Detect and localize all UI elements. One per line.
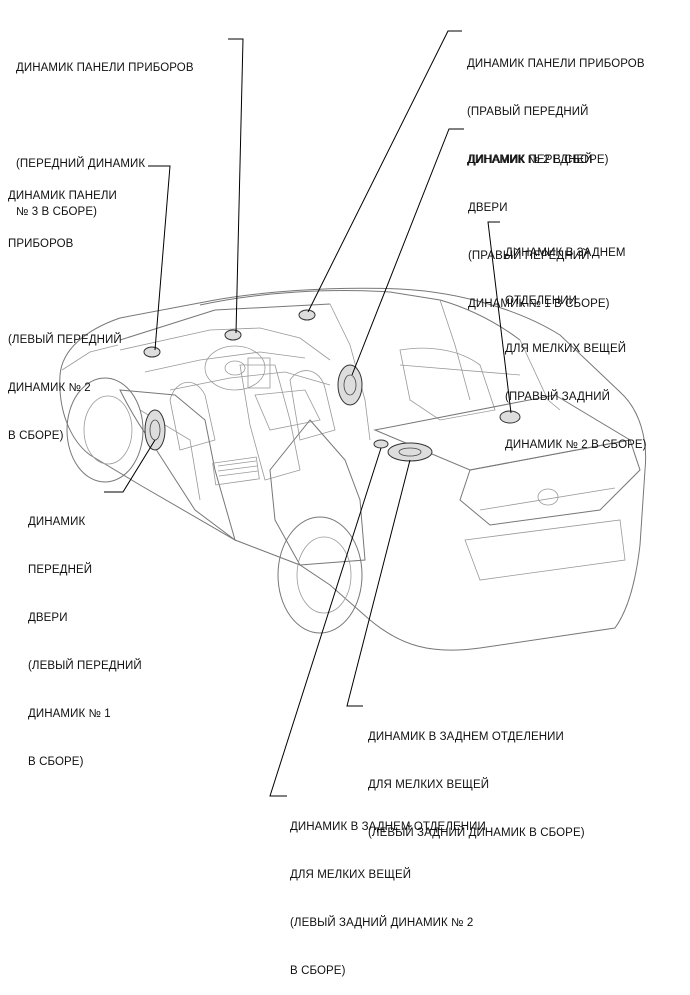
label-line: В СБОРЕ): [8, 430, 64, 442]
label-line: (ЛЕВЫЙ ПЕРЕДНИЙ: [28, 660, 142, 672]
label-door-left-speaker-1: ДИНАМИК ПЕРЕДНЕЙ ДВЕРИ (ЛЕВЫЙ ПЕРЕДНИЙ Д…: [28, 482, 142, 786]
rear-right-speaker-icon: [499, 410, 521, 424]
label-line: (ЛЕВЫЙ ЗАДНИЙ ДИНАМИК № 2: [290, 917, 474, 929]
label-rear-left-speaker-2: ДИНАМИК В ЗАДНЕМ ОТДЕЛЕНИИ ДЛЯ МЕЛКИХ ВЕ…: [290, 787, 486, 995]
label-line: В СБОРЕ): [28, 756, 84, 768]
label-line: ДИНАМИК № 1 В СБОРЕ): [468, 298, 610, 310]
rear-left2-speaker-icon: [373, 439, 389, 449]
label-ip-left-speaker-2: ДИНАМИК ПАНЕЛИ ПРИБОРОВ (ЛЕВЫЙ ПЕРЕДНИЙ …: [8, 156, 122, 460]
label-line: ДИНАМИК ПАНЕЛИ: [8, 190, 117, 202]
car-speaker-diagram: [59, 30, 647, 797]
leader-lines: [104, 30, 512, 797]
label-line: ДИНАМИК ПАНЕЛИ ПРИБОРОВ: [467, 58, 645, 70]
label-line: В СБОРЕ): [290, 965, 346, 977]
rear-left-speaker-icon: [387, 442, 433, 462]
label-line: ДИНАМИК В ЗАДНЕМ ОТДЕЛЕНИИ: [368, 731, 564, 743]
label-line: № 3 В СБОРЕ): [16, 206, 98, 218]
ip-left-speaker-icon: [143, 346, 161, 358]
label-line: ДИНАМИК № 1: [28, 708, 111, 720]
label-line: ПРИБОРОВ: [8, 238, 74, 250]
label-line: ДЛЯ МЕЛКИХ ВЕЩЕЙ: [290, 869, 412, 881]
ip-right-speaker-icon: [298, 309, 316, 321]
label-ip-right-speaker-2: ДИНАМИК ПАНЕЛИ ПРИБОРОВ (ПРАВЫЙ ПЕРЕДНИЙ…: [467, 24, 645, 184]
label-ip-front-speaker-3: ДИНАМИК ПАНЕЛИ ПРИБОРОВ (ПЕРЕДНИЙ ДИНАМИ…: [16, 28, 194, 236]
label-line: (ПРАВЫЙ ПЕРЕДНИЙ: [467, 106, 589, 118]
label-line: ДИНАМИК ПЕРЕДНЕЙ: [468, 154, 593, 166]
label-line: ДИНАМИК В ЗАДНЕМ: [505, 247, 626, 259]
label-line: ДИНАМИК № 2 В СБОРЕ): [505, 439, 647, 451]
label-line: (ПЕРЕДНИЙ ДИНАМИК: [16, 158, 146, 170]
label-line: (ЛЕВЫЙ ПЕРЕДНИЙ: [8, 334, 122, 346]
label-line: [16, 108, 194, 124]
label-line: (ЛЕВЫЙ ЗАДНИЙ ДИНАМИК В СБОРЕ): [368, 827, 585, 839]
label-line: ПЕРЕДНЕЙ: [28, 564, 93, 576]
label-line: (ПРАВЫЙ ПЕРЕДНИЙ: [468, 250, 590, 262]
ip-center-speaker-icon: [224, 329, 242, 341]
label-line: ДИНАМИК № 2: [8, 382, 91, 394]
label-line: ДИНАМИК № 2 В СБОРЕ): [467, 154, 609, 166]
label-line: ДВЕРИ: [28, 612, 68, 624]
door-right-speaker-icon: [337, 364, 363, 406]
label-line: ДВЕРИ: [468, 202, 508, 214]
speakers: [143, 309, 521, 462]
car-outline: [59, 287, 647, 651]
label-line: ДЛЯ МЕЛКИХ ВЕЩЕЙ: [505, 343, 627, 355]
label-rear-right-speaker-2: ДИНАМИК В ЗАДНЕМ ОТДЕЛЕНИИ ДЛЯ МЕЛКИХ ВЕ…: [505, 213, 647, 469]
label-door-right-speaker-1: ДИНАМИК ПЕРЕДНЕЙ ДВЕРИ (ПРАВЫЙ ПЕРЕДНИЙ …: [468, 120, 610, 328]
label-line: (ПРАВЫЙ ЗАДНИЙ: [505, 391, 611, 403]
label-line: [8, 284, 122, 300]
door-left-speaker-icon: [144, 409, 166, 451]
label-rear-left-speaker: ДИНАМИК В ЗАДНЕМ ОТДЕЛЕНИИ ДЛЯ МЕЛКИХ ВЕ…: [368, 697, 585, 857]
label-line: ДЛЯ МЕЛКИХ ВЕЩЕЙ: [368, 779, 490, 791]
label-line: ДИНАМИК: [28, 516, 86, 528]
label-line: ДИНАМИК ПАНЕЛИ ПРИБОРОВ: [16, 62, 194, 74]
label-line: ДИНАМИК В ЗАДНЕМ ОТДЕЛЕНИИ: [290, 821, 486, 833]
label-line: ОТДЕЛЕНИИ: [505, 295, 578, 307]
